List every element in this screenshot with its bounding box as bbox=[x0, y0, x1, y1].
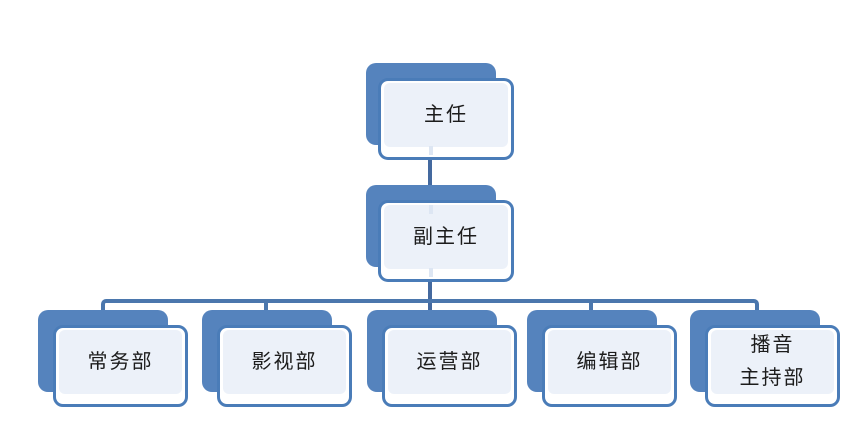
node-panel bbox=[59, 330, 182, 394]
node-front-shape: 编辑部 bbox=[542, 325, 677, 407]
connector-drop-film-tv bbox=[264, 300, 268, 311]
connector-tick bbox=[429, 146, 433, 155]
node-panel bbox=[223, 330, 346, 394]
node-panel bbox=[388, 330, 511, 394]
node-label-line-1: 播音 bbox=[750, 334, 795, 356]
org-node-chief[interactable]: 主任 bbox=[366, 63, 514, 160]
node-panel bbox=[384, 83, 508, 147]
node-label: 常务部 bbox=[87, 350, 154, 373]
connector-deputy-trunk bbox=[428, 280, 432, 311]
node-front-shape: 主任 bbox=[378, 78, 514, 160]
connector-tick bbox=[429, 268, 433, 277]
node-panel bbox=[711, 330, 834, 394]
node-label: 副主任 bbox=[413, 225, 479, 248]
node-panel bbox=[548, 330, 671, 394]
org-node-deputy-chief[interactable]: 副主任 bbox=[366, 185, 514, 283]
org-node-editorial-dept[interactable]: 编辑部 bbox=[527, 310, 677, 407]
node-front-shape: 运营部 bbox=[382, 325, 517, 407]
node-label: 运营部 bbox=[416, 350, 483, 373]
connector-tick bbox=[429, 205, 433, 214]
connector-chief-deputy bbox=[428, 158, 432, 188]
node-label: 影视部 bbox=[251, 350, 318, 373]
node-label-line-2: 主持部 bbox=[739, 367, 806, 389]
node-label: 编辑部 bbox=[576, 350, 643, 373]
org-node-broadcasting-hosting-dept[interactable]: 播音 主持部 bbox=[690, 310, 840, 407]
org-node-film-tv-dept[interactable]: 影视部 bbox=[202, 310, 352, 407]
node-panel bbox=[384, 205, 508, 269]
node-front-shape: 播音 主持部 bbox=[705, 325, 840, 407]
node-label: 播音 主持部 bbox=[711, 330, 834, 394]
connector-bus-line bbox=[101, 299, 759, 311]
org-node-operations-dept[interactable]: 运营部 bbox=[367, 310, 517, 407]
node-label: 主任 bbox=[424, 103, 468, 126]
node-front-shape: 副主任 bbox=[378, 200, 514, 282]
connector-drop-editorial bbox=[589, 300, 593, 311]
node-front-shape: 影视部 bbox=[217, 325, 352, 407]
node-front-shape: 常务部 bbox=[53, 325, 188, 407]
org-node-general-affairs-dept[interactable]: 常务部 bbox=[38, 310, 188, 407]
